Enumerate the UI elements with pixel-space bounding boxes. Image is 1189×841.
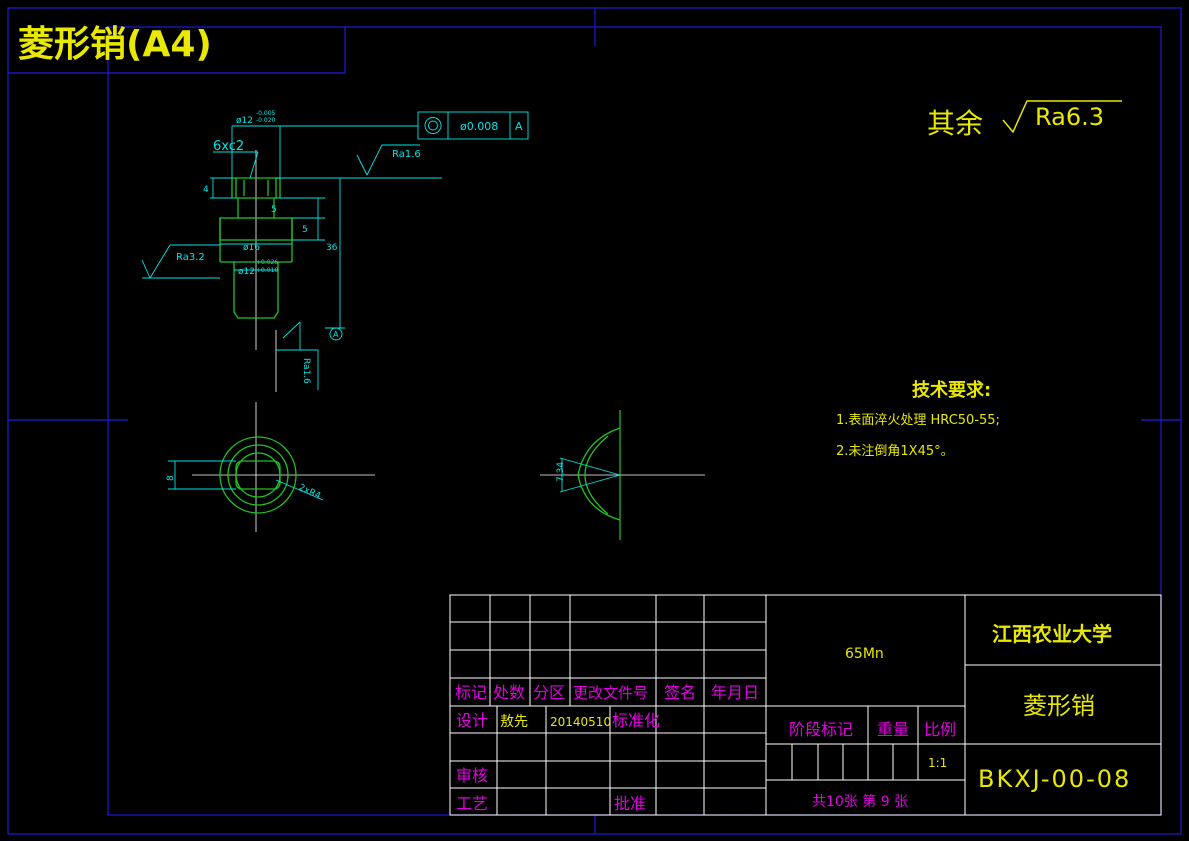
tb-header-zone: 分区 <box>533 683 565 702</box>
dim-angle: 7.34 <box>556 462 566 482</box>
tb-designer: 敖先 <box>500 714 528 730</box>
tb-header-change-doc: 更改文件号 <box>573 684 648 702</box>
tb-standardize-label: 标准化 <box>612 711 660 730</box>
sheet-title: 菱形销(A4) <box>18 24 212 65</box>
dim-5b: 5 <box>302 225 308 235</box>
tb-school: 江西农业大学 <box>992 622 1112 646</box>
dim-dia-bottom: ø12 <box>238 267 255 277</box>
sheet-frame <box>7 7 1182 835</box>
tol-top-lower: -0.020 <box>256 117 276 124</box>
dim-36: 36 <box>326 243 338 253</box>
tb-header-date: 年月日 <box>711 683 759 702</box>
tb-header-count: 处数 <box>493 683 525 702</box>
dim-5a: 5 <box>271 205 277 215</box>
tech-heading: 技术要求: <box>912 379 991 401</box>
tb-design-label: 设计 <box>456 711 488 730</box>
tb-part-name: 菱形销 <box>1023 692 1095 720</box>
tb-sheet-count: 共10张 第 9 张 <box>812 793 908 810</box>
tol-top-upper: -0.005 <box>256 110 276 117</box>
ra-left: Ra3.2 <box>176 252 205 263</box>
tb-scale-value: 1:1 <box>928 756 947 770</box>
dim-dia-flange: ø16 <box>243 243 260 253</box>
surface-note-prefix: 其余 <box>927 107 983 140</box>
geo-tol-value: ø0.008 <box>460 120 498 133</box>
dim-8: 8 <box>166 475 176 481</box>
tb-design-date: 20140510 <box>550 715 611 729</box>
tb-material: 65Mn <box>845 646 884 662</box>
end-view: 8 2xR4 <box>166 402 375 532</box>
section-view: 7.34 <box>540 410 705 540</box>
dim-4: 4 <box>203 185 209 195</box>
tb-process-label: 工艺 <box>456 794 488 813</box>
tb-header-mark: 标记 <box>455 683 487 702</box>
tb-weight-label: 重量 <box>877 720 909 739</box>
tb-approve-label: 批准 <box>614 794 646 813</box>
tech-requirements: 技术要求: 1.表面淬火处理 HRC50-55; 2.未注倒角1X45°。 <box>836 379 1000 459</box>
geo-tol-datum: A <box>515 120 523 133</box>
tol-bottom-upper: +0.026 <box>256 259 278 266</box>
tol-bottom-lower: +0.010 <box>256 267 278 274</box>
tech-item-2: 2.未注倒角1X45°。 <box>836 444 954 459</box>
title-block <box>449 594 1162 816</box>
surface-roughness-note: 其余 Ra6.3 <box>927 100 1122 140</box>
tb-header-signature: 签名 <box>664 683 696 702</box>
dim-radius: 2xR4 <box>297 483 322 502</box>
tb-drawing-no: BKXJ-00-08 <box>978 765 1131 793</box>
title-block-text: 标记 处数 分区 更改文件号 签名 年月日 设计 敖先 20140510 标准化… <box>455 622 1131 813</box>
tb-review-label: 审核 <box>456 766 488 785</box>
tb-scale-label: 比例 <box>924 720 956 739</box>
tb-stage-label: 阶段标记 <box>789 720 853 739</box>
tech-item-1: 1.表面淬火处理 HRC50-55; <box>836 413 1000 428</box>
dim-dia-top: ø12 <box>236 116 253 126</box>
main-view: ø12 -0.005 -0.020 6xc2 ø0.008 A Ra1.6 4 … <box>141 110 529 392</box>
ra-bottom: Ra1.6 <box>301 358 311 384</box>
surface-note-roughness: Ra6.3 <box>1035 103 1104 131</box>
chamfer-label: 6xc2 <box>213 139 244 154</box>
datum-label: A <box>333 330 339 339</box>
ra-top: Ra1.6 <box>392 149 421 160</box>
